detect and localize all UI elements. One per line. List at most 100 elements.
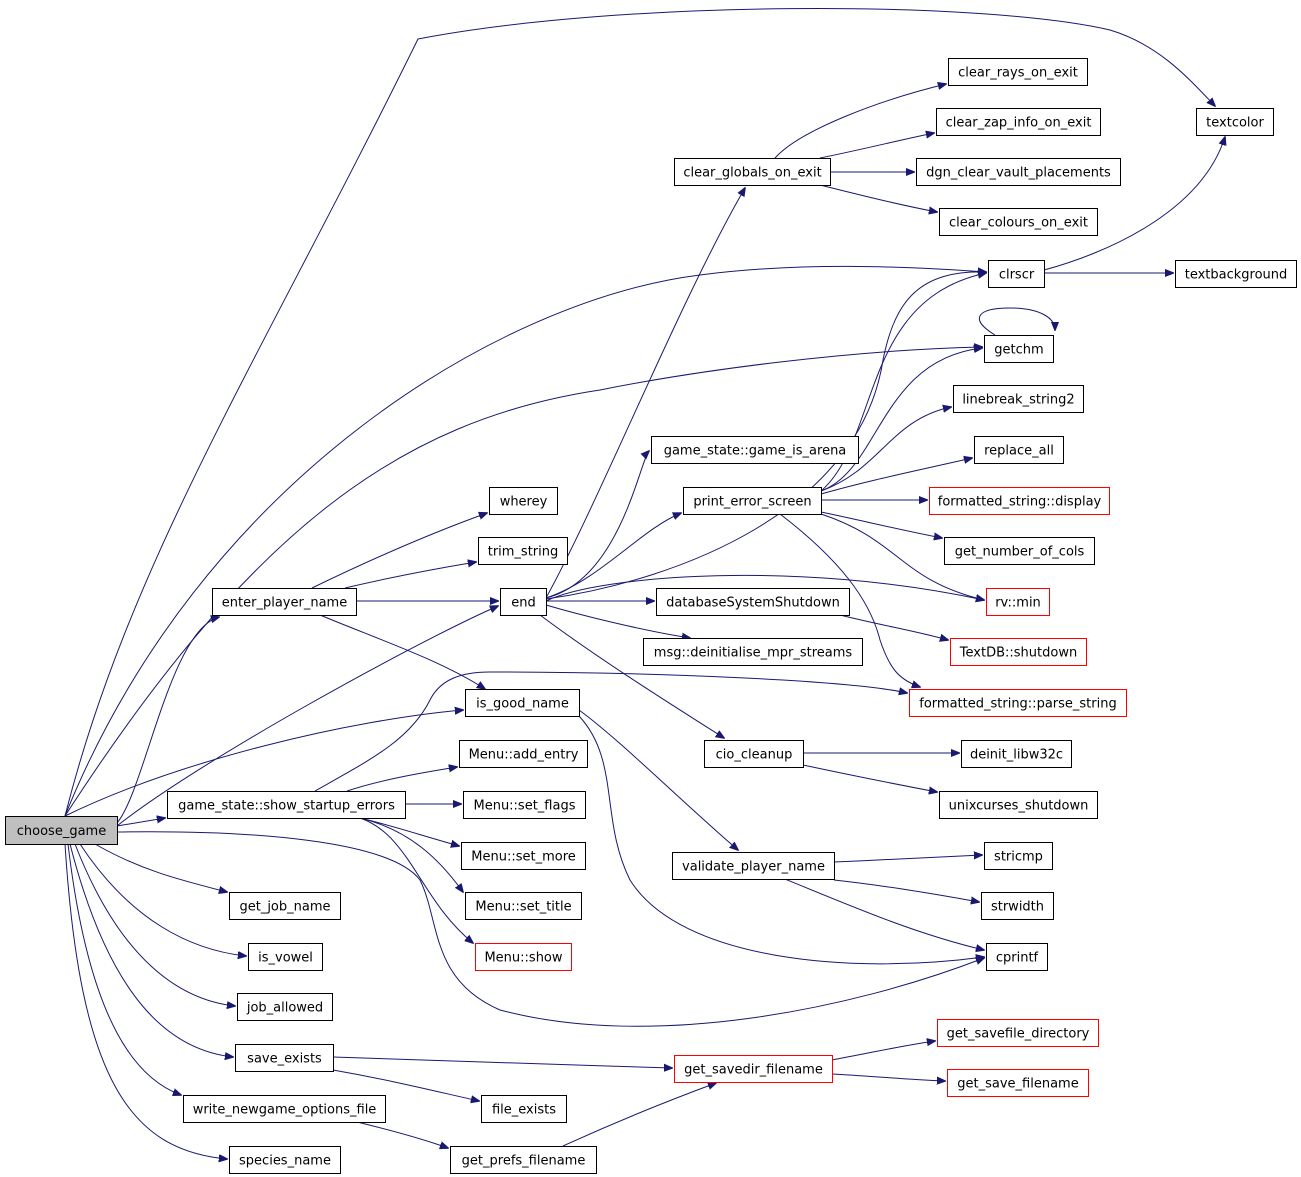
node-box[interactable] [461,842,586,870]
node-menu-add-entry[interactable]: Menu::add_entry [459,740,588,768]
node-box[interactable] [1175,260,1297,288]
node-box[interactable] [5,816,118,845]
node-box[interactable] [481,1095,567,1123]
node-box[interactable] [916,158,1121,186]
node-box[interactable] [674,158,831,186]
node-end[interactable]: end [500,588,547,616]
node-print-error-screen[interactable]: print_error_screen [683,487,822,515]
node-box[interactable] [944,537,1095,565]
node-clear-zap-info-on-exit[interactable]: clear_zap_info_on_exit [936,108,1101,136]
node-box[interactable] [465,892,582,920]
node-get-savefile-directory[interactable]: get_savefile_directory [937,1019,1099,1047]
node-box[interactable] [939,208,1098,236]
node-menu-set-title[interactable]: Menu::set_title [465,892,582,920]
node-deinit-libw32c[interactable]: deinit_libw32c [961,740,1072,768]
node-cio-cleanup[interactable]: cio_cleanup [704,740,804,768]
node-box[interactable] [500,588,547,616]
node-save-exists[interactable]: save_exists [235,1044,334,1072]
node-box[interactable] [909,689,1127,717]
node-get-save-filename[interactable]: get_save_filename [947,1069,1089,1097]
node-game-is-arena[interactable]: game_state::game_is_arena [651,436,859,464]
node-box[interactable] [651,436,859,464]
node-trim-string[interactable]: trim_string [478,537,568,565]
node-box[interactable] [953,385,1084,413]
node-box[interactable] [984,842,1053,870]
node-job-allowed[interactable]: job_allowed [237,993,333,1021]
node-choose-game[interactable]: choose_game [5,816,118,845]
node-box[interactable] [939,791,1098,819]
node-box[interactable] [167,791,406,819]
node-textcolor[interactable]: textcolor [1196,108,1274,136]
node-box[interactable] [478,537,568,565]
node-species-name[interactable]: species_name [229,1146,341,1174]
node-box[interactable] [950,638,1087,666]
node-file-exists[interactable]: file_exists [481,1095,567,1123]
node-box[interactable] [974,436,1064,464]
node-box[interactable] [229,892,341,920]
node-box[interactable] [237,993,333,1021]
node-box[interactable] [961,740,1072,768]
node-box[interactable] [183,1095,386,1123]
node-get-number-of-cols[interactable]: get_number_of_cols [944,537,1095,565]
node-box[interactable] [674,1055,833,1083]
node-show-startup-errors[interactable]: game_state::show_startup_errors [167,791,406,819]
node-box[interactable] [463,791,586,819]
node-textdb-shutdown[interactable]: TextDB::shutdown [950,638,1087,666]
node-fs-parse-string[interactable]: formatted_string::parse_string [909,689,1127,717]
node-write-newgame-options-file[interactable]: write_newgame_options_file [183,1095,386,1123]
node-linebreak-string2[interactable]: linebreak_string2 [953,385,1084,413]
node-rv-min[interactable]: rv::min [986,588,1050,616]
node-box[interactable] [947,1069,1089,1097]
node-box[interactable] [248,943,323,971]
node-box[interactable] [929,487,1110,515]
node-stricmp[interactable]: stricmp [984,842,1053,870]
node-box[interactable] [986,588,1050,616]
node-box[interactable] [936,108,1101,136]
node-databaseSystemShutdown[interactable]: databaseSystemShutdown [656,588,850,616]
node-box[interactable] [672,852,835,880]
node-box[interactable] [465,689,580,717]
node-strwidth[interactable]: strwidth [981,892,1054,920]
node-menu-show[interactable]: Menu::show [475,943,572,971]
node-clear-colours-on-exit[interactable]: clear_colours_on_exit [939,208,1098,236]
node-clear-rays-on-exit[interactable]: clear_rays_on_exit [948,58,1088,86]
node-box[interactable] [643,638,863,666]
node-is-good-name[interactable]: is_good_name [465,689,580,717]
node-validate-player-name[interactable]: validate_player_name [672,852,835,880]
node-clear-globals-on-exit[interactable]: clear_globals_on_exit [674,158,831,186]
node-fs-display[interactable]: formatted_string::display [929,487,1110,515]
node-box[interactable] [489,487,558,515]
node-get-job-name[interactable]: get_job_name [229,892,341,920]
node-replace-all[interactable]: replace_all [974,436,1064,464]
node-msg-deinit[interactable]: msg::deinitialise_mpr_streams [643,638,863,666]
node-box[interactable] [459,740,588,768]
node-menu-set-flags[interactable]: Menu::set_flags [463,791,586,819]
node-cprintf[interactable]: cprintf [986,943,1048,971]
node-box[interactable] [656,588,850,616]
node-box[interactable] [981,892,1054,920]
node-box[interactable] [229,1146,341,1174]
node-menu-set-more[interactable]: Menu::set_more [461,842,586,870]
node-box[interactable] [1196,108,1274,136]
node-box[interactable] [235,1044,334,1072]
node-box[interactable] [984,335,1054,363]
node-box[interactable] [475,943,572,971]
node-textbackground[interactable]: textbackground [1175,260,1297,288]
node-enter-player-name[interactable]: enter_player_name [212,588,357,616]
node-box[interactable] [937,1019,1099,1047]
node-get-prefs-filename[interactable]: get_prefs_filename [450,1146,597,1174]
node-wherey[interactable]: wherey [489,487,558,515]
node-box[interactable] [683,487,822,515]
node-getchm[interactable]: getchm [984,335,1054,363]
node-box[interactable] [704,740,804,768]
node-box[interactable] [948,58,1088,86]
node-get-savedir-filename[interactable]: get_savedir_filename [674,1055,833,1083]
node-box[interactable] [988,260,1045,288]
node-unixcurses-shutdown[interactable]: unixcurses_shutdown [939,791,1098,819]
node-box[interactable] [450,1146,597,1174]
node-box[interactable] [212,588,357,616]
node-box[interactable] [986,943,1048,971]
node-dgn-clear-vault-placements[interactable]: dgn_clear_vault_placements [916,158,1121,186]
node-is-vowel[interactable]: is_vowel [248,943,323,971]
node-clrscr[interactable]: clrscr [988,260,1045,288]
